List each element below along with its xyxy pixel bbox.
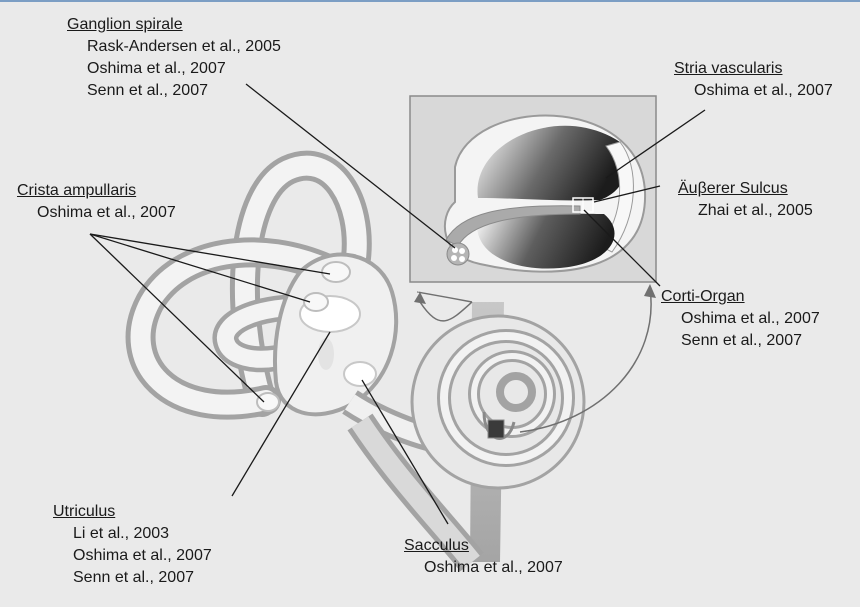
label-ganglion-spirale: Ganglion spirale Rask-Andersen et al., 2…: [67, 14, 281, 102]
label-reference: Oshima et al., 2007: [404, 557, 563, 579]
label-stria-vascularis: Stria vascularis Oshima et al., 2007: [674, 58, 833, 102]
label-reference: Oshima et al., 2007: [674, 80, 833, 102]
cochlea-cross-section-inset: [410, 96, 656, 282]
label-sacculus: Sacculus Oshima et al., 2007: [404, 535, 563, 579]
label-reference: Oshima et al., 2007: [67, 58, 281, 80]
label-reference: Rask-Andersen et al., 2005: [67, 36, 281, 58]
label-title: Ganglion spirale: [67, 14, 281, 36]
label-aeusserer-sulcus: Äuβerer Sulcus Zhai et al., 2005: [678, 178, 813, 222]
label-title: Äuβerer Sulcus: [678, 178, 813, 200]
label-reference: Senn et al., 2007: [661, 330, 820, 352]
spiral-ganglion-cells: [447, 243, 469, 265]
label-title: Stria vascularis: [674, 58, 833, 80]
label-title: Corti-Organ: [661, 286, 820, 308]
label-reference: Oshima et al., 2007: [17, 202, 176, 224]
label-reference: Zhai et al., 2005: [678, 200, 813, 222]
label-utriculus: Utriculus Li et al., 2003 Oshima et al.,…: [53, 501, 212, 589]
cochlea: [412, 316, 584, 488]
label-reference: Oshima et al., 2007: [661, 308, 820, 330]
label-title: Utriculus: [53, 501, 212, 523]
label-reference: Li et al., 2003: [53, 523, 212, 545]
saccule: [344, 362, 376, 386]
label-crista-ampullaris: Crista ampullaris Oshima et al., 2007: [17, 180, 176, 224]
label-title: Crista ampullaris: [17, 180, 176, 202]
label-title: Sacculus: [404, 535, 563, 557]
label-reference: Oshima et al., 2007: [53, 545, 212, 567]
label-corti-organ: Corti-Organ Oshima et al., 2007 Senn et …: [661, 286, 820, 352]
label-reference: Senn et al., 2007: [67, 80, 281, 102]
label-reference: Senn et al., 2007: [53, 567, 212, 589]
